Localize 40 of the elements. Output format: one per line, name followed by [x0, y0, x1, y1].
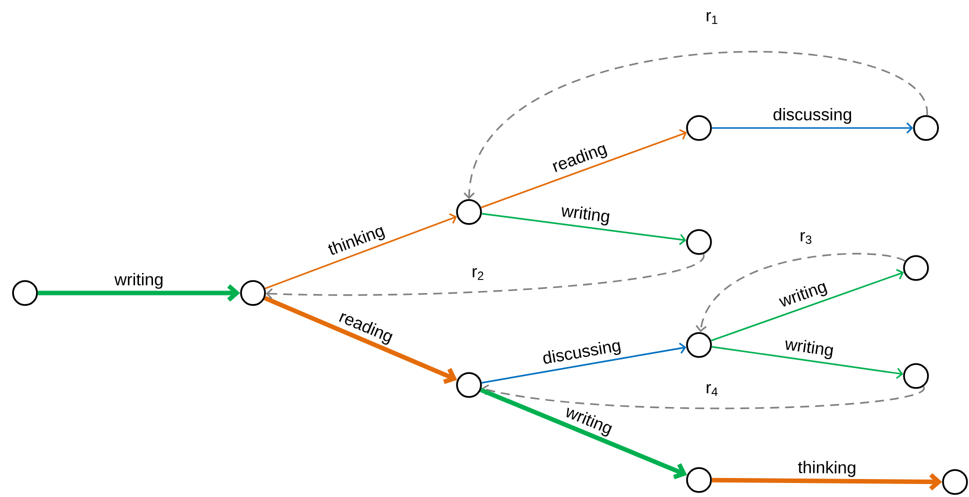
state-circle: [12, 280, 38, 306]
edge-label: writing: [782, 336, 836, 361]
edge-label: r$_{4}$: [704, 383, 720, 397]
edge-label: r$_{1}$: [704, 11, 720, 25]
edge-label: r$_{2}$: [470, 267, 486, 281]
state-circle: [903, 363, 929, 389]
arrow: [482, 342, 686, 384]
arrow: [480, 388, 688, 480]
arrow: [481, 384, 924, 410]
arrow: [266, 254, 704, 300]
edge-label: writing: [776, 278, 831, 312]
arrow: [710, 268, 904, 342]
state-circle: [456, 199, 482, 225]
state-circle: [686, 467, 712, 493]
edge-label: writing: [559, 202, 612, 228]
state-circle: [456, 372, 482, 398]
edge-label: discussing: [772, 106, 854, 125]
state-circle: [913, 115, 939, 141]
arrow: [480, 129, 687, 208]
edge-label: thinking: [325, 222, 388, 260]
arrow: [38, 284, 240, 302]
state-circle: [942, 469, 968, 495]
arrow: [696, 253, 906, 332]
state-circle: [686, 229, 712, 255]
state-circle: [903, 255, 929, 281]
arrow: [712, 122, 914, 134]
edge-label: reading: [549, 140, 610, 178]
arrow: [264, 213, 457, 290]
arrow: [712, 346, 904, 379]
edge-label: writing: [113, 272, 165, 290]
state-circle: [686, 115, 712, 141]
arrow: [712, 473, 942, 490]
edge-label: discussing: [540, 337, 624, 369]
edge-label: r$_{3}$: [798, 231, 814, 245]
arrow: [464, 51, 928, 200]
state-circle: [240, 280, 266, 306]
arrow: [264, 296, 458, 384]
edge-label: thinking: [796, 460, 858, 478]
state-circle: [686, 332, 712, 358]
arrow: [482, 212, 686, 246]
